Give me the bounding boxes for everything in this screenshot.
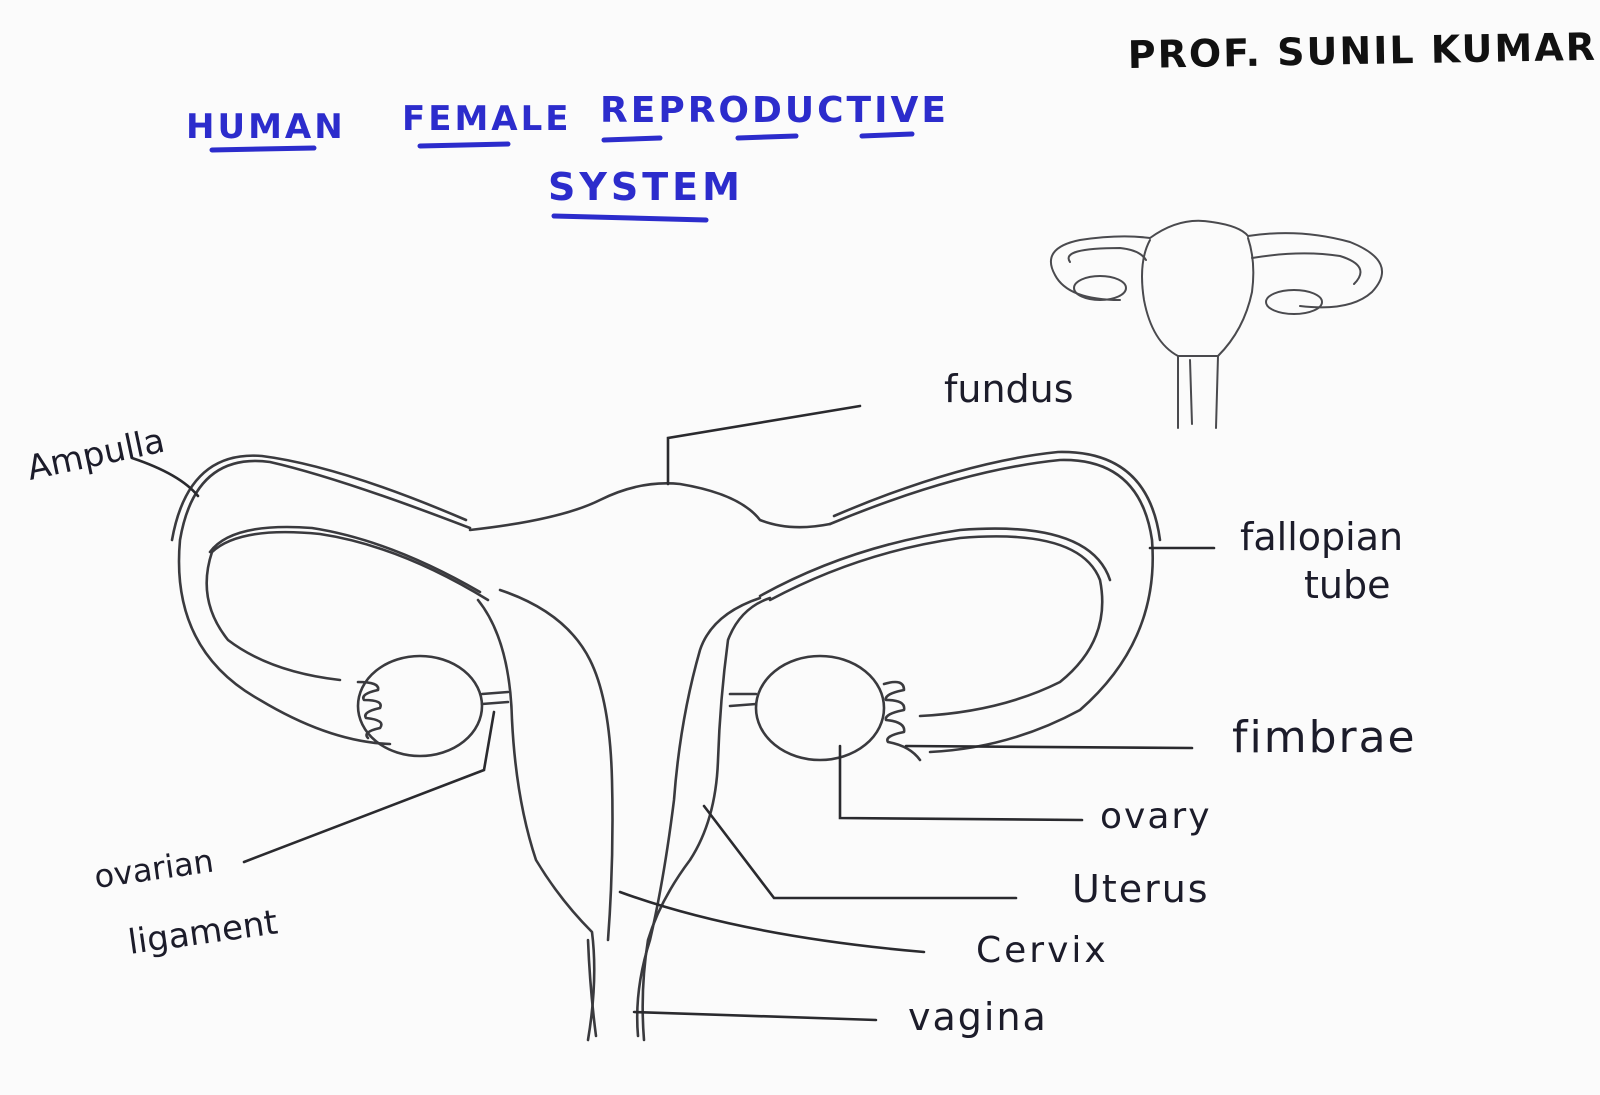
title-underline <box>417 141 511 149</box>
uterus-leader <box>702 804 1018 900</box>
uterus-body <box>476 598 596 1042</box>
title-underline <box>859 131 915 139</box>
left-ovarian-ligament <box>480 690 510 706</box>
left-fimbriae <box>356 680 383 740</box>
left-fallopian-tube <box>177 459 472 746</box>
label-ovary: ovary <box>1100 796 1212 837</box>
label-fallopian-tube: tube <box>1304 563 1390 607</box>
title-underline <box>601 135 663 143</box>
title-word-system: SYSTEM <box>548 165 744 209</box>
right-ovarian-ligament <box>728 692 758 708</box>
ovary-leader <box>838 744 1084 822</box>
label-fallopian: fallopian <box>1240 515 1403 559</box>
right-ovary <box>754 654 886 762</box>
ovarian-ligament-leader <box>242 710 496 864</box>
ampulla-leader <box>130 456 200 498</box>
label-ovarian: ovarian <box>92 842 216 896</box>
author-name: PROF. SUNIL KUMAR <box>1127 25 1597 77</box>
cervix-leader <box>618 890 926 954</box>
right-fallopian-tube <box>828 458 1154 754</box>
labels: Ampulla fundus fallopian tube fimbrae ov… <box>24 367 1417 1039</box>
title-word-reproductive: REPRODUCTIVE <box>600 90 949 131</box>
thumbnail-uterus-sketch <box>1049 219 1383 429</box>
vagina-leader <box>632 1010 878 1022</box>
title-underline <box>551 213 709 223</box>
leader-lines <box>130 404 1216 1022</box>
label-cervix: Cervix <box>976 930 1109 971</box>
title-underline <box>735 133 799 141</box>
label-vagina: vagina <box>908 995 1048 1039</box>
label-ovarian-ligament: ligament <box>126 902 280 963</box>
fimbrae-leader <box>904 744 1194 750</box>
label-fimbrae: fimbrae <box>1232 712 1417 763</box>
uterus-diagram <box>170 450 1162 1042</box>
label-uterus: Uterus <box>1072 867 1210 911</box>
fundus-leader <box>666 404 862 486</box>
title-word-female: FEMALE <box>402 99 572 139</box>
right-fimbriae <box>882 680 922 762</box>
title-word-human: HUMAN <box>186 107 346 147</box>
label-ampulla: Ampulla <box>24 421 169 489</box>
page-title: HUMAN FEMALE REPRODUCTIVE SYSTEM <box>186 90 949 223</box>
title-underline <box>209 145 317 153</box>
left-ovary <box>356 654 484 758</box>
label-fundus: fundus <box>944 367 1074 411</box>
fundus-outline <box>468 482 832 532</box>
